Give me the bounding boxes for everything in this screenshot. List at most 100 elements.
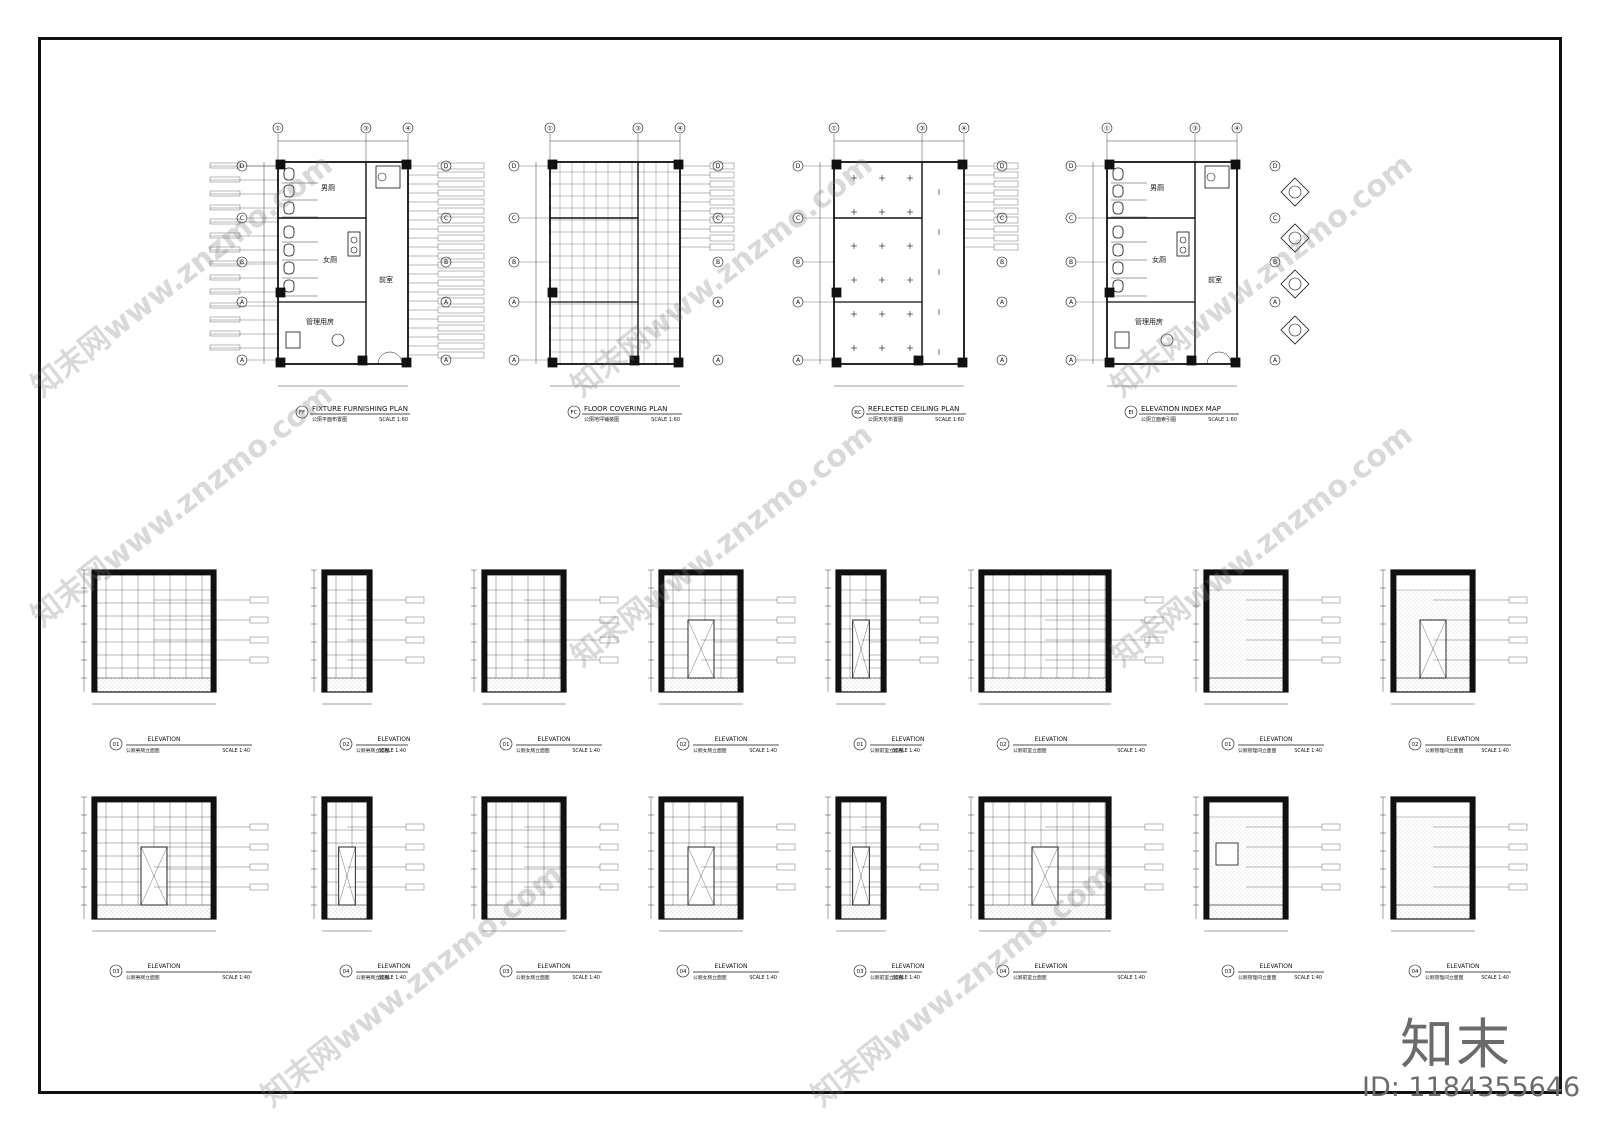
note-box [599,863,619,871]
note-box [209,302,241,309]
note-box [993,234,1019,242]
elevation-subtitle: 公厕女厕立面图 [516,974,550,981]
sink-basin [350,236,358,244]
note-box [599,656,619,664]
note-box [437,243,485,251]
sink-basin [1179,246,1187,254]
toilet-fixture [283,279,295,293]
note-box [919,616,939,624]
axis-label: C [1000,215,1004,222]
note-box [209,162,241,169]
elevation-slab-section [481,796,567,803]
structural-column [1186,355,1197,366]
axis-bubble [996,354,1008,366]
door-hatch-line [1419,619,1447,679]
note-box [993,198,1019,206]
elevation-title: ELEVATION [1035,736,1068,743]
elevation-title: ELEVATION [1035,963,1068,970]
note-box [1321,883,1341,891]
note-box [209,204,241,211]
grid-bubble [1189,122,1201,134]
note-box [1321,656,1341,664]
elevation-wall-section [91,569,98,693]
elevation-wall-section [1105,796,1112,920]
axis-bubble [712,256,724,268]
elevation-subtitle: 公厕男厕立面图 [126,747,160,754]
axis-bubble [712,296,724,308]
structural-column [1230,159,1241,170]
sink-basin [1179,236,1187,244]
grid-bubble [272,122,284,134]
plan-tag: FF [299,410,305,416]
axis-label: B [240,259,244,266]
elevation-tag: 02 [343,742,350,748]
elevation-index-marker [1280,223,1310,253]
axis-label: B [1273,259,1277,266]
note-box [709,162,735,170]
elevation-index-marker [1288,277,1302,291]
axis-label: D [716,163,721,170]
note-box [599,843,619,851]
elevation-tag: 02 [680,742,687,748]
structural-column [831,287,842,298]
room-label: 女厕 [323,255,337,264]
note-box [1144,843,1164,851]
toilet-fixture [283,184,295,198]
elevation-tag-bubble [499,964,513,978]
plan-title: FIXTURE FURNISHING PLAN [312,405,408,413]
note-box [249,883,269,891]
note-box [209,246,241,253]
grid-label: ④ [1234,125,1240,133]
elevation-scale: SCALE 1:40 [378,748,406,754]
elevation-wall-section [1390,569,1397,693]
elevation-subtitle: 公厕女厕立面图 [693,747,727,754]
note-box [919,843,939,851]
note-box [709,180,735,188]
elevation-tag: 01 [503,742,510,748]
elevation-scale: SCALE 1:40 [378,975,406,981]
note-box [437,297,485,305]
elevation-tag-bubble [109,964,123,978]
room-label: 前室 [1208,275,1222,284]
note-box [776,596,796,604]
axis-bubble [712,354,724,366]
note-box [209,260,241,267]
elevation-slab-section [481,569,567,576]
elevation-scale: SCALE 1:40 [892,975,920,981]
room-label: 管理用房 [306,317,334,326]
wall-finish-hatch [1395,816,1471,906]
desk-fixture [1114,331,1130,349]
axis-label: B [796,259,800,266]
note-box [1144,596,1164,604]
axis-label: A [444,357,449,364]
elevation-subtitle: 公厕管理间立面图 [1425,747,1464,754]
note-box [776,616,796,624]
toilet-fixture [1112,243,1124,257]
note-box [437,216,485,224]
elevation-index-marker [1280,177,1310,207]
floor-hatch [663,677,739,693]
elevation-wall-section [658,569,665,693]
structural-column [673,159,684,170]
note-box [599,616,619,624]
axis-label: A [1000,357,1005,364]
elevation-tag: 03 [1225,969,1232,975]
elevation-slab-section [1390,569,1476,576]
elevation-title: ELEVATION [1260,963,1293,970]
room-label: 前室 [379,275,393,284]
plan-tag-bubble [295,405,309,419]
elevation-wall-section [560,796,567,920]
plan-tag-bubble [567,405,581,419]
elevation-tag-bubble [676,737,690,751]
toilet-fixture [1112,279,1124,293]
elevation-slab-section [1390,796,1476,803]
grid-bubble [360,122,372,134]
elevation-title: ELEVATION [1447,963,1480,970]
elevation-subtitle: 公厕前室立面图 [870,747,904,754]
grid-label: ③ [919,125,925,133]
plan-scale: SCALE 1:60 [651,417,680,423]
